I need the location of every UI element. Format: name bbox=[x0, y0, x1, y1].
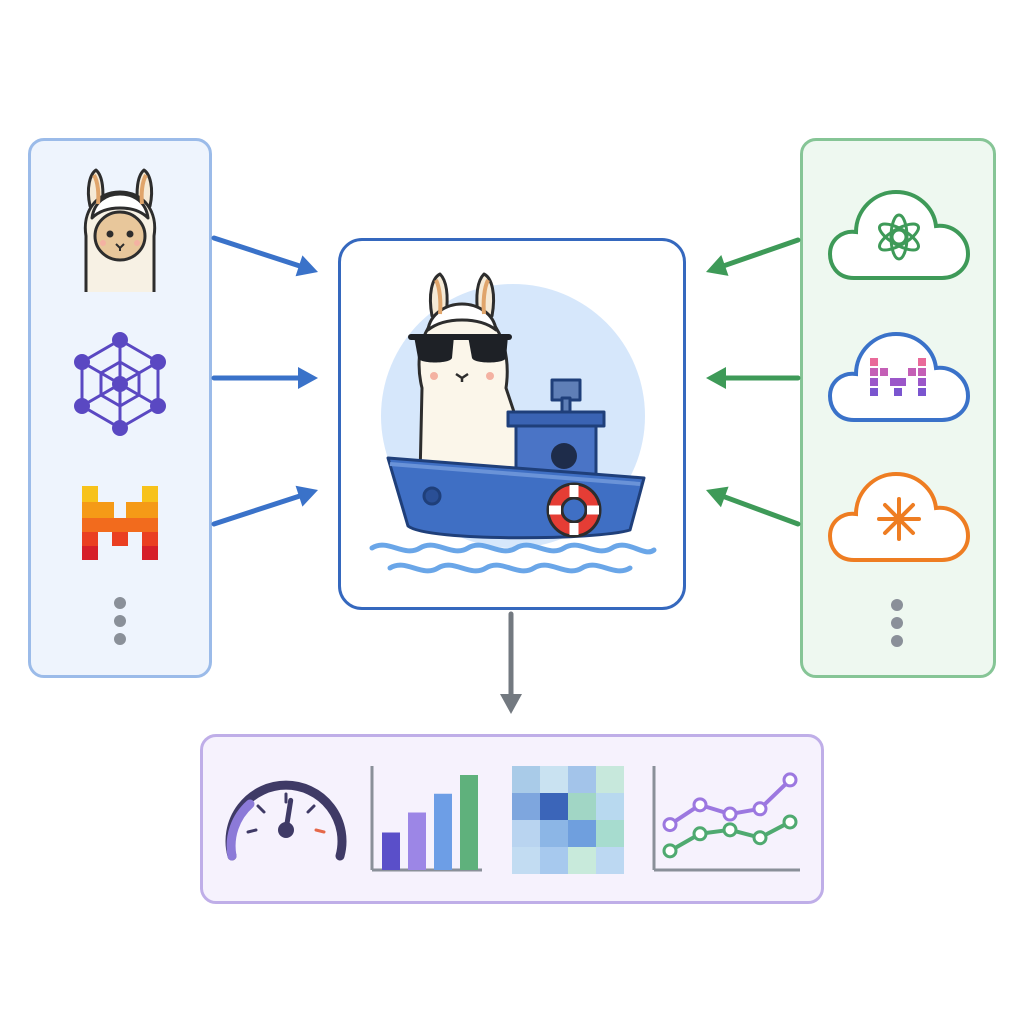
llama-sunglasses-boat-icon bbox=[369, 272, 657, 574]
arrow-openai-cloud-to-center bbox=[706, 237, 801, 276]
arrow-center-to-analytics bbox=[500, 611, 522, 714]
line-chart-point bbox=[662, 817, 678, 833]
line-chart-point bbox=[782, 772, 798, 788]
heatmap-cell bbox=[568, 847, 596, 874]
line-chart-point bbox=[752, 801, 768, 817]
heatmap-cell bbox=[568, 793, 596, 820]
bar-chart-bar bbox=[434, 793, 452, 870]
heatmap-cell bbox=[512, 793, 540, 820]
line-chart-point bbox=[752, 830, 768, 846]
cloud-asterisk-icon bbox=[827, 471, 971, 562]
cloud-pixel-m-logo-icon bbox=[827, 331, 971, 422]
bar-chart-bar bbox=[382, 832, 400, 870]
heatmap-cell bbox=[512, 847, 540, 874]
arrow-hexagon-to-center bbox=[211, 367, 318, 389]
heatmap-cell bbox=[596, 766, 624, 793]
bottom-analytics-panel bbox=[200, 734, 824, 904]
heatmap-cell bbox=[596, 820, 624, 847]
bar-chart-icon bbox=[370, 766, 482, 872]
bar-chart-bar bbox=[460, 775, 478, 870]
llama-face-icon bbox=[83, 168, 157, 292]
hexagon-network-icon bbox=[74, 332, 166, 436]
heatmap-cell bbox=[540, 820, 568, 847]
heatmap-cell bbox=[596, 793, 624, 820]
line-chart-icon bbox=[652, 766, 800, 872]
heatmap-cell bbox=[540, 847, 568, 874]
speedometer-gauge-icon bbox=[225, 780, 347, 861]
line-chart-point bbox=[692, 797, 708, 813]
arrow-pixel-m-cloud-to-center bbox=[706, 367, 801, 389]
arrow-llama-to-center bbox=[211, 235, 318, 277]
bar-chart-bar bbox=[408, 812, 426, 870]
heatmap-cell bbox=[540, 766, 568, 793]
line-chart-point bbox=[722, 806, 738, 822]
heatmap-cell bbox=[568, 766, 596, 793]
line-chart-point bbox=[662, 843, 678, 859]
line-chart-point bbox=[722, 822, 738, 838]
arrow-pixel-m-to-center bbox=[211, 485, 318, 527]
heatmap-cell bbox=[540, 793, 568, 820]
heatmap-cell bbox=[596, 847, 624, 874]
heatmap-grid-icon bbox=[512, 766, 624, 874]
heatmap-cell bbox=[512, 766, 540, 793]
heatmap-cell bbox=[512, 820, 540, 847]
line-chart-point bbox=[692, 826, 708, 842]
cloud-openai-logo-icon bbox=[827, 189, 971, 280]
heatmap-cell bbox=[568, 820, 596, 847]
arrow-asterisk-cloud-to-center bbox=[706, 486, 801, 527]
line-chart-point bbox=[782, 814, 798, 830]
pixel-m-logo-icon bbox=[82, 486, 158, 560]
